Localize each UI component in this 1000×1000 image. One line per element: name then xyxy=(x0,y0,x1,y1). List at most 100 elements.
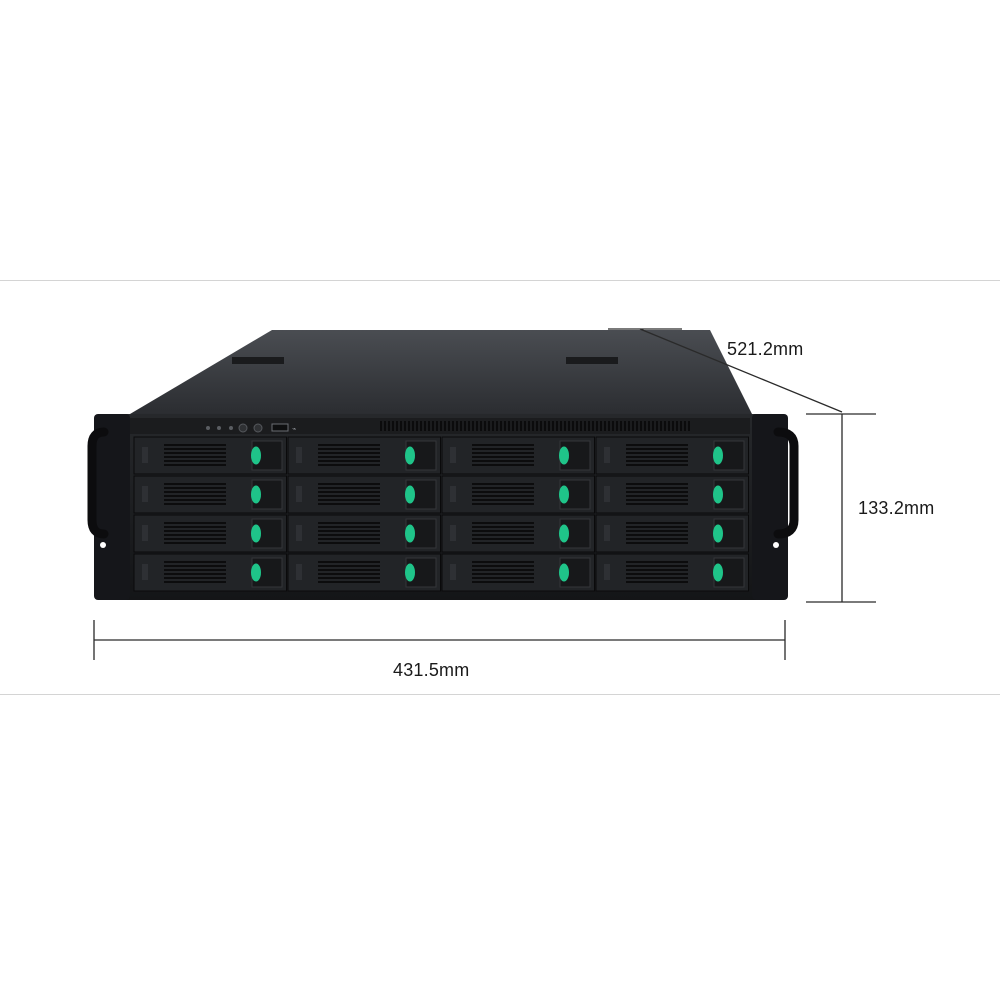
tray-vent-slot xyxy=(626,530,688,532)
drive-bay xyxy=(287,475,441,514)
grille-slot xyxy=(456,421,458,431)
grille-slot xyxy=(520,421,522,431)
tray-latch xyxy=(251,524,261,543)
grille-slot xyxy=(380,421,382,431)
grille-slot xyxy=(512,421,514,431)
grille-slot xyxy=(460,421,462,431)
tray-vent-slot xyxy=(318,495,380,497)
tray-vent-slot xyxy=(318,577,380,579)
tray-vent-slot xyxy=(318,448,380,450)
chassis-top-cover xyxy=(130,330,752,414)
tray-vent-slot xyxy=(472,530,534,532)
tray-vent-slot xyxy=(318,464,380,466)
drive-bay xyxy=(287,436,441,475)
grille-slot xyxy=(584,421,586,431)
grille-slot xyxy=(620,421,622,431)
grille-slot xyxy=(508,421,510,431)
grille-slot xyxy=(496,421,498,431)
grille-slot xyxy=(504,421,506,431)
grille-slot xyxy=(412,421,414,431)
grille-slot xyxy=(568,421,570,431)
tray-vent-slot xyxy=(164,565,226,567)
depth-label: 521.2mm xyxy=(727,339,804,359)
tray-vent-slot xyxy=(626,448,688,450)
tray-vent-slot xyxy=(164,526,226,528)
drive-bay xyxy=(133,436,287,475)
tray-vent-slot xyxy=(164,577,226,579)
tray-vent-slot xyxy=(164,534,226,536)
tray-vent-slot xyxy=(164,542,226,544)
tray-vent-slot xyxy=(472,542,534,544)
tray-indicator xyxy=(604,486,610,502)
grille-slot xyxy=(384,421,386,431)
tray-vent-slot xyxy=(164,491,226,493)
depth-dimension-line xyxy=(639,328,843,413)
tray-indicator xyxy=(142,486,148,502)
tray-vent-slot xyxy=(164,448,226,450)
tray-vent-slot xyxy=(164,487,226,489)
drive-bay xyxy=(595,514,749,553)
tray-vent-slot xyxy=(164,530,226,532)
drive-bay-array xyxy=(133,436,749,592)
grille-slot xyxy=(552,421,554,431)
grille-slot xyxy=(436,421,438,431)
tray-vent-slot xyxy=(318,534,380,536)
tray-vent-slot xyxy=(626,569,688,571)
tray-indicator xyxy=(604,525,610,541)
tray-vent-slot xyxy=(626,577,688,579)
grille-slot xyxy=(688,421,690,431)
tray-vent-slot xyxy=(472,565,534,567)
drive-bay xyxy=(133,553,287,592)
drive-bay xyxy=(595,553,749,592)
tray-vent-slot xyxy=(626,499,688,501)
tray-vent-slot xyxy=(472,522,534,524)
grille-slot xyxy=(672,421,674,431)
tray-latch xyxy=(713,446,723,465)
tray-indicator xyxy=(450,564,456,580)
tray-vent-slot xyxy=(626,561,688,563)
tray-vent-slot xyxy=(164,561,226,563)
grille-slot xyxy=(592,421,594,431)
tray-vent-slot xyxy=(472,581,534,583)
grille-slot xyxy=(492,421,494,431)
tray-latch xyxy=(713,563,723,582)
tray-indicator xyxy=(450,525,456,541)
led-indicator xyxy=(217,426,221,430)
grille-slot xyxy=(388,421,390,431)
drive-bay xyxy=(595,436,749,475)
tray-indicator xyxy=(296,447,302,463)
tray-indicator xyxy=(296,525,302,541)
grille-slot xyxy=(464,421,466,431)
tray-vent-slot xyxy=(626,538,688,540)
grille-slot xyxy=(556,421,558,431)
tray-vent-slot xyxy=(472,503,534,505)
tray-indicator xyxy=(450,447,456,463)
tray-vent-slot xyxy=(164,464,226,466)
tray-indicator xyxy=(604,447,610,463)
height-label: 133.2mm xyxy=(858,498,935,518)
tray-indicator xyxy=(142,447,148,463)
tray-vent-slot xyxy=(472,448,534,450)
tray-vent-slot xyxy=(164,456,226,458)
tray-vent-slot xyxy=(318,569,380,571)
drive-bay xyxy=(441,514,595,553)
tray-vent-slot xyxy=(164,522,226,524)
grille-slot xyxy=(616,421,618,431)
drive-bay xyxy=(441,475,595,514)
tray-vent-slot xyxy=(164,538,226,540)
tray-vent-slot xyxy=(164,452,226,454)
tray-vent-slot xyxy=(164,499,226,501)
tray-vent-slot xyxy=(318,522,380,524)
bottom-frame-line xyxy=(0,694,1000,695)
tray-vent-slot xyxy=(626,581,688,583)
grille-slot xyxy=(676,421,678,431)
tray-vent-slot xyxy=(472,456,534,458)
tray-vent-slot xyxy=(318,530,380,532)
grille-slot xyxy=(400,421,402,431)
grille-slot xyxy=(536,421,538,431)
tray-indicator xyxy=(296,486,302,502)
tray-latch xyxy=(405,446,415,465)
grille-slot xyxy=(472,421,474,431)
tray-vent-slot xyxy=(472,487,534,489)
grille-slot xyxy=(624,421,626,431)
